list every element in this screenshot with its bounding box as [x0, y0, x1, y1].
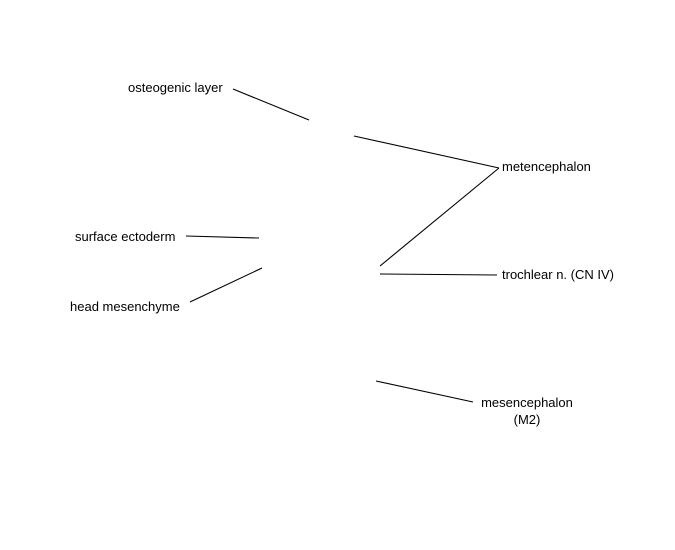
label-head-mesenchyme: head mesenchyme — [70, 299, 180, 314]
label-mesencephalon-sub: (M2) — [513, 412, 541, 427]
label-mesencephalon: mesencephalon (M2) — [474, 394, 580, 428]
label-metencephalon: metencephalon — [502, 159, 591, 174]
leader-metencephalon-upper — [353, 135, 500, 169]
label-osteogenic-layer: osteogenic layer — [128, 80, 223, 95]
leader-surface-ectoderm — [185, 235, 260, 239]
leader-trochlear-n — [379, 273, 498, 276]
label-trochlear-n: trochlear n. (CN IV) — [502, 267, 614, 282]
leader-osteogenic-layer — [232, 88, 310, 121]
leader-metencephalon-lower — [379, 167, 500, 267]
label-mesencephalon-name: mesencephalon — [481, 395, 573, 410]
leader-mesencephalon — [375, 380, 474, 403]
label-surface-ectoderm: surface ectoderm — [75, 229, 176, 244]
leader-head-mesenchyme — [189, 267, 263, 303]
